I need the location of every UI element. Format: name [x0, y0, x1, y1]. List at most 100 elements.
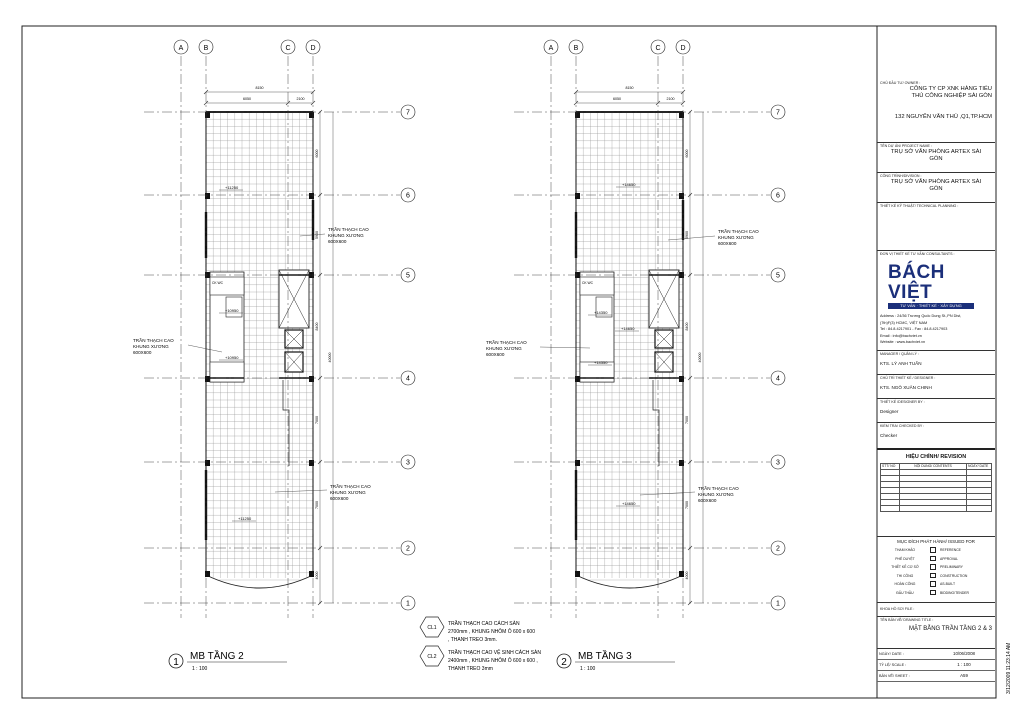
- structural-column: [679, 571, 684, 577]
- grid-label: D: [310, 45, 315, 52]
- shaft-wall: [282, 380, 290, 466]
- dimension-text: 4000: [685, 572, 689, 580]
- view-number-circle: [168, 653, 184, 669]
- grid-bubble: [400, 540, 416, 556]
- grid-label: 7: [406, 110, 410, 117]
- wc-label: CK WC: [582, 281, 594, 285]
- structural-column: [679, 193, 684, 199]
- sheet-info-label: BẢN VẼ/ SHEET :: [879, 674, 910, 678]
- sheet-border: [21, 25, 997, 699]
- wc-cubicle: [209, 361, 245, 383]
- arc-mask: [206, 575, 313, 604]
- grid-label: 2: [776, 546, 780, 553]
- legend-line: , THANH TREO 3mm.: [448, 637, 497, 643]
- curved-facade: [205, 574, 314, 589]
- dimension-tick: [317, 192, 323, 198]
- grid-label: 3: [776, 460, 780, 467]
- sheet-info-section: NGÀY/ DATE :10/06/2008 TỶ LỆ/ SCALE :1 :…: [877, 648, 995, 698]
- issued-checkbox[interactable]: [930, 564, 936, 570]
- legend-hexagon: [419, 645, 445, 667]
- consultant-section: ĐƠN VỊ THIẾT KẾ TƯ VẤN/ CONSULTANTS : BÁ…: [877, 250, 995, 350]
- dimension-text: 40000: [698, 353, 702, 363]
- ceiling-level: +10950: [225, 355, 239, 360]
- dimension-tick: [573, 100, 579, 106]
- stair-diagonal: [648, 269, 680, 329]
- sheet-info-label: NGÀY/ DATE :: [879, 652, 904, 656]
- grid-bubble: [770, 454, 786, 470]
- legend-line: TRẦN THẠCH CAO CÁCH SÀN: [448, 620, 520, 627]
- person-label: CHỦ TRÌ THIẾT KẾ / DESIGNER :: [880, 376, 936, 380]
- legend-hexagon: [419, 616, 445, 638]
- dimension-text: 8150: [626, 86, 634, 90]
- owner-address: 132 NGUYỄN VĂN THỦ ,Q1,TP.HCM: [894, 114, 992, 120]
- grid-bubble: [770, 595, 786, 611]
- sheet-info-row: BẢN VẼ/ SHEET : A59: [877, 671, 995, 682]
- revision-row: [880, 505, 992, 512]
- ceiling-note: 600X600: [698, 498, 717, 503]
- note-leader: [187, 344, 223, 353]
- revision-header: NGÀY/ DATE: [966, 463, 992, 470]
- grid-bubble: [198, 39, 214, 55]
- ceiling-note: 600X600: [133, 350, 152, 355]
- issued-checkbox[interactable]: [930, 555, 936, 562]
- structural-column: [575, 376, 580, 382]
- ceiling-level: +11250: [225, 185, 239, 190]
- grid-label: B: [574, 45, 579, 52]
- dimension-text: 2100: [297, 97, 305, 101]
- issued-checkbox[interactable]: [930, 581, 936, 587]
- view-scale: 1 : 100: [580, 666, 596, 672]
- dimension-text: 6050: [243, 97, 251, 101]
- person-manager: MANAGER / QUẢN LÝ : KTS. LÝ ANH TUẤN: [877, 350, 995, 374]
- ceiling-note: TRẦN THẠCH CAO: [328, 226, 369, 232]
- planning-label: THIẾT KẾ KỸ THUẬT/ TECHNICAL PLANNING :: [880, 204, 959, 208]
- revision-title: HIỆU CHỈNH/ REVISION: [905, 454, 967, 460]
- address-line: Address : 24/36 Trương Quốc Dung St.,PN …: [880, 314, 962, 318]
- grid-bubble: [400, 267, 416, 283]
- address-line: Website : www.bachviet.vn: [880, 340, 926, 344]
- arc-mask: [576, 575, 683, 604]
- grid-bubble: [400, 454, 416, 470]
- structural-column: [679, 460, 684, 466]
- grid-label: 2: [406, 546, 410, 553]
- ceiling-note: 600X600: [330, 496, 349, 501]
- issued-vn: THAM KHẢO: [894, 548, 916, 552]
- structural-column: [679, 112, 684, 118]
- sheet-info-value: A59: [960, 673, 968, 678]
- grid-bubble: [770, 267, 786, 283]
- ceiling-level: +11250: [238, 516, 252, 521]
- grid-label: 1: [776, 601, 780, 608]
- grid-bubble: [650, 39, 666, 55]
- file-section: KHOA HỒ SƠ/ FILE :: [877, 602, 995, 616]
- person-value: Designer: [880, 409, 899, 414]
- issued-checkbox[interactable]: [930, 547, 936, 553]
- issued-en: BIDDING/TENDER: [940, 590, 970, 595]
- grid-bubble: [280, 39, 296, 55]
- ceiling-note: 600X600: [718, 241, 737, 246]
- structural-column: [309, 571, 314, 577]
- note-leader: [274, 489, 328, 493]
- dimension-tick: [687, 192, 693, 198]
- grid-bubble: [675, 39, 691, 55]
- grid-label: 6: [776, 193, 780, 200]
- dimension-text: 2100: [667, 97, 675, 101]
- dimension-tick: [655, 100, 661, 106]
- owner-label: CHỦ ĐẦU TƯ/ OWNER :: [880, 81, 921, 85]
- dimension-tick: [687, 545, 693, 551]
- note-leader: [639, 491, 696, 496]
- issued-section: MỤC ĐÍCH PHÁT HÀNH/ ISSUED FOR THAM KHẢO…: [877, 536, 995, 602]
- dimension-tick: [317, 545, 323, 551]
- issued-checkbox[interactable]: [930, 589, 936, 596]
- structural-column: [575, 571, 580, 577]
- issued-checkbox[interactable]: [930, 572, 936, 579]
- grid-bubble: [770, 187, 786, 203]
- service-core: CK WC: [579, 269, 680, 466]
- issued-en: CONSTRUCTION: [940, 573, 968, 578]
- ceiling-legend: CL1 TRẦN THẠCH CAO CÁCH SÀN 2700mm , KHU…: [419, 616, 541, 672]
- dimension-text: 8150: [256, 86, 264, 90]
- consultant-logo: BÁCH VIỆT TƯ VẤN · THIẾT KẾ · XÂY DỰNG: [888, 263, 992, 309]
- legend-tag: CL1: [427, 625, 436, 631]
- dimension-text: 6000: [685, 150, 689, 158]
